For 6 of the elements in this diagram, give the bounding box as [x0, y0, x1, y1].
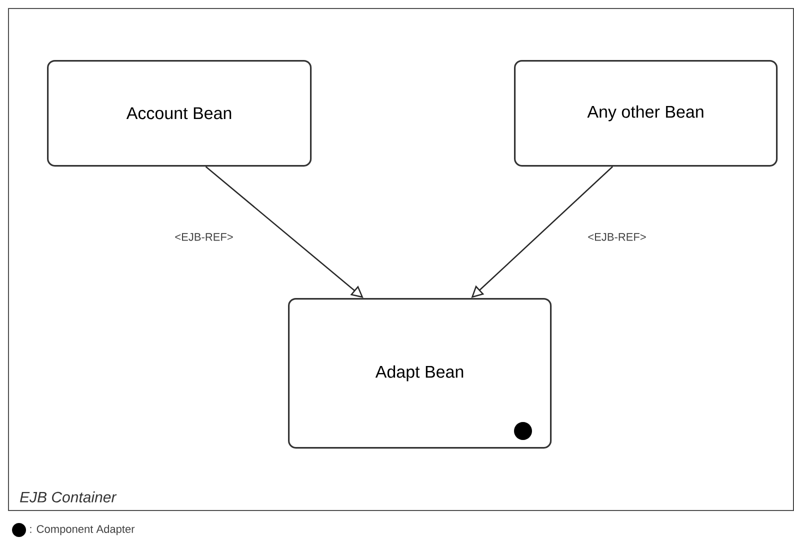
bean-box: Any other Bean — [514, 60, 778, 167]
edge-label: <EJB-REF> — [586, 232, 648, 242]
legend-text: : Component Adapter — [30, 524, 135, 536]
bean-box: Adapt Bean — [288, 298, 552, 449]
bean-box: Account Bean — [47, 60, 312, 167]
edge-label: <EJB-REF> — [174, 232, 234, 242]
